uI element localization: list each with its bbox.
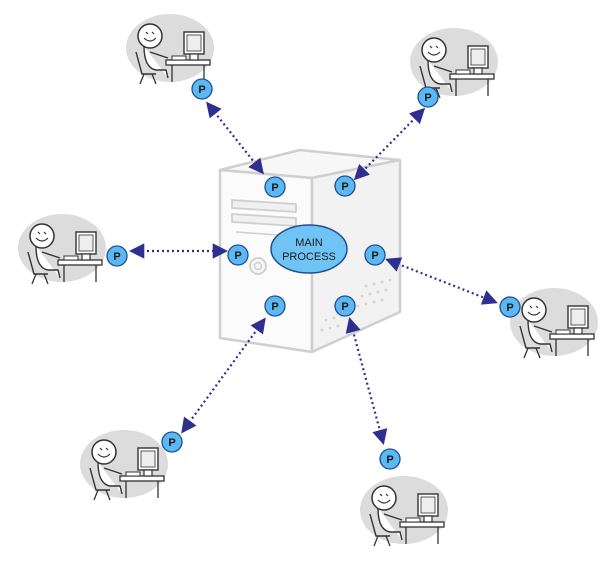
connector-bottom [345,317,388,445]
process-node-label: P [341,301,348,313]
process-node-user-bottom-left: P [161,431,183,453]
process-nodes: P P P P P P P P [106,78,521,470]
process-node-label: P [424,92,431,104]
main-process-label-line2: PROCESS [282,251,336,263]
user-at-computer-icon [509,287,599,359]
process-node-label: P [271,182,278,194]
server-tower-icon [218,148,402,354]
process-node-server-top-right: P [334,175,356,197]
user-at-computer-icon [79,429,169,501]
main-process: MAIN PROCESS [270,224,348,274]
process-node-server-bottom-left: P [264,295,286,317]
process-node-user-top-right: P [417,86,439,108]
process-node-label: P [198,84,205,96]
process-node-user-top-left: P [191,78,213,100]
process-node-label: P [506,302,513,314]
process-node-label: P [371,250,378,262]
process-node-label: P [234,250,241,262]
user-at-computer-icon [359,475,449,547]
main-process-label-line1: MAIN [295,237,323,249]
user-top-left [125,13,215,85]
process-node-label: P [168,437,175,449]
user-bottom [359,475,449,547]
process-node-label: P [113,251,120,263]
process-node-server-top-left: P [264,176,286,198]
process-node-server-bottom-right: P [334,295,356,317]
user-at-computer-icon [17,213,107,285]
connector-right [385,257,498,305]
process-node-label: P [271,301,278,313]
user-left [17,213,107,285]
process-node-user-right: P [499,296,521,318]
process-node-server-right: P [364,244,386,266]
process-node-label: P [341,181,348,193]
user-bottom-left [79,429,169,501]
connections [128,101,498,445]
process-node-user-bottom: P [379,448,401,470]
main-process-ellipse [270,224,348,274]
user-right [509,287,599,359]
process-node-server-left: P [227,244,249,266]
process-node-label: P [386,454,393,466]
connector-top-right [353,107,426,181]
user-at-computer-icon [125,13,215,85]
process-node-user-left: P [106,245,128,267]
